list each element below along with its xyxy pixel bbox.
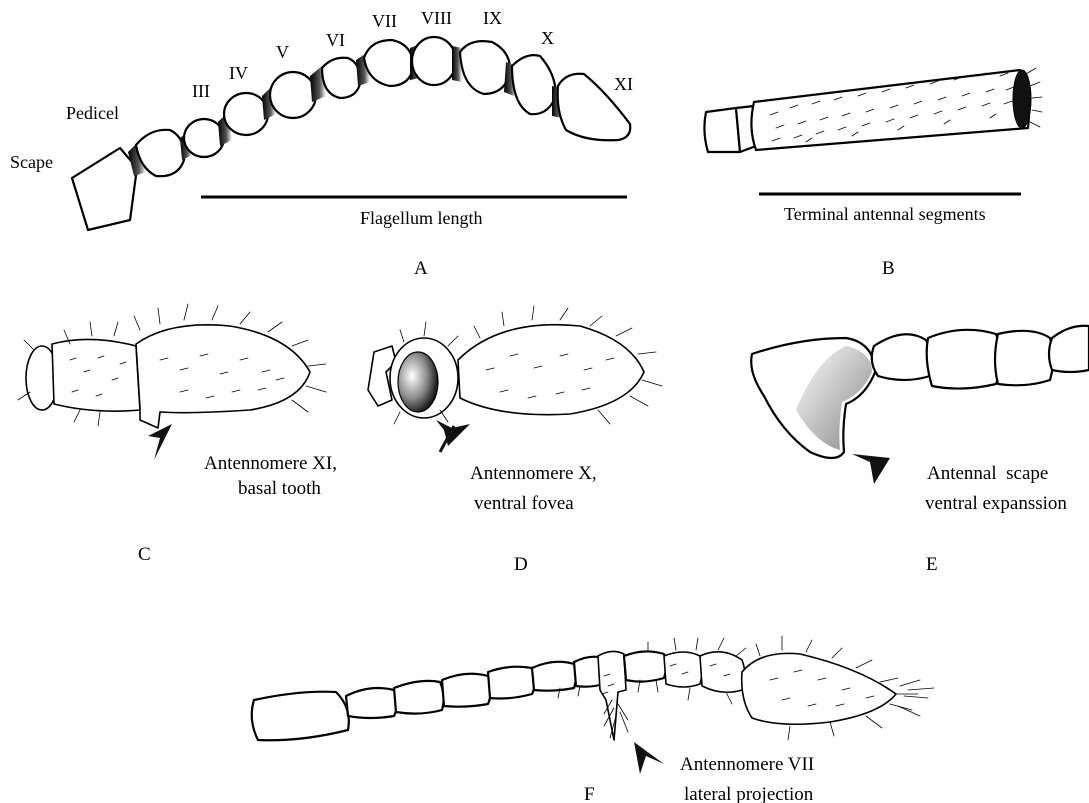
ventral-fovea-caption-1: Antennomere X, (470, 463, 597, 484)
lateral-projection-caption-2: lateral projection (684, 784, 814, 803)
segment-x (512, 55, 556, 114)
flagellomere-iv (442, 674, 491, 707)
panel-b: Terminal antennal segments B (704, 68, 1042, 279)
panel-label-f: F (584, 784, 595, 803)
flagellomere-v (488, 667, 535, 699)
panel-a: Scape Pedicel III IV V VI VII VIII IX X … (10, 8, 633, 279)
flagellomere-iii (394, 681, 444, 714)
panel-label-b: B (882, 258, 895, 279)
pedicel-label: Pedicel (66, 103, 119, 123)
antennomere-xi (136, 325, 310, 428)
flagellomere-x (700, 652, 745, 692)
panel-f: Antennomere VII lateral projection F (252, 636, 934, 803)
numeral-v: V (276, 42, 289, 62)
numeral-ix: IX (483, 8, 502, 28)
arrowhead (634, 742, 664, 774)
panel-e: Antennal scape ventral expanssion E (751, 326, 1089, 575)
antennomere-x (52, 339, 140, 411)
flagellum-caption: Flagellum length (360, 208, 482, 228)
panel-c: Antennomere XI, basal tooth C (18, 304, 337, 565)
flagellomere-ix (664, 652, 702, 687)
basal-tooth-caption-2: basal tooth (238, 478, 321, 499)
arrowhead (148, 424, 172, 460)
panel-label-a: A (414, 258, 428, 279)
terminal-segment (751, 70, 1029, 150)
scape-expansion-caption-1: Antennal scape (927, 463, 1048, 484)
pedicel-segment (872, 334, 933, 380)
segment-ix (460, 41, 510, 94)
arrowhead (436, 420, 470, 446)
segment-iii (184, 119, 224, 157)
ventral-fovea (398, 352, 438, 412)
basal-tooth-caption-1: Antennomere XI, (204, 453, 337, 474)
segment-apex (1013, 70, 1031, 128)
panel-label-d: D (514, 554, 528, 575)
segment-v (270, 72, 316, 118)
numeral-vi: VI (326, 30, 345, 50)
antennomere-vii (598, 651, 626, 740)
segment-viii (412, 37, 456, 85)
lateral-projection-caption-1: Antennomere VII (680, 754, 814, 775)
segment-vi (322, 58, 360, 98)
panel-label-e: E (926, 554, 938, 575)
segment-vii (364, 40, 414, 86)
numeral-iii: III (192, 81, 210, 101)
antennomere-xi (742, 653, 896, 724)
pedicel-segment (346, 688, 397, 718)
panel-label-c: C (138, 544, 151, 565)
flagellomere-viii (624, 651, 666, 681)
segment-iv (224, 93, 268, 135)
scape-label: Scape (10, 152, 53, 172)
scape-expansion-caption-2: ventral expanssion (925, 493, 1067, 514)
scape-segment (252, 692, 349, 741)
ventral-fovea-caption-2: ventral fovea (474, 493, 574, 514)
flagellomere-1 (927, 330, 1001, 389)
flagellomere-vi (532, 662, 576, 691)
numeral-viii: VIII (421, 8, 452, 28)
numeral-iv: IV (229, 63, 248, 83)
flagellomere-3 (1049, 326, 1089, 372)
panel-d: Antennomere X, ventral fovea D (368, 306, 662, 575)
scape-segment (72, 148, 137, 230)
numeral-x: X (541, 28, 554, 48)
numeral-xi: XI (614, 74, 633, 94)
flagellomere-2 (995, 331, 1053, 386)
numeral-vii: VII (372, 11, 397, 31)
basal-segment (704, 108, 740, 152)
arrowhead (852, 454, 890, 484)
terminal-caption: Terminal antennal segments (784, 204, 986, 224)
